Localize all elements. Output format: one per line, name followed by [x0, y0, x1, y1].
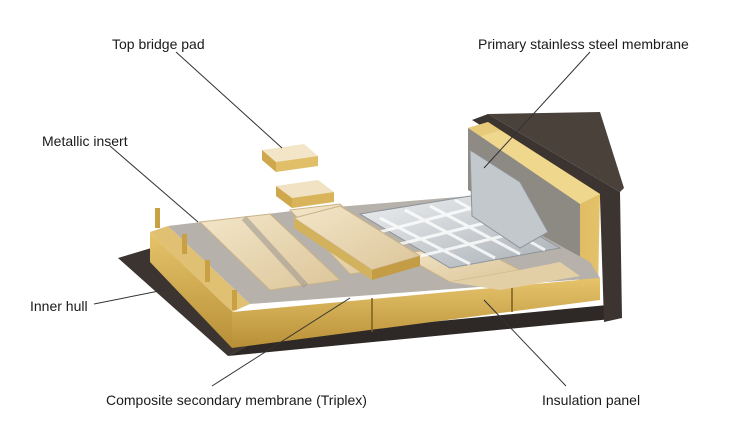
metallic-insert-pins	[155, 208, 237, 310]
bridge-pad-middle	[276, 180, 334, 208]
label-top-bridge-pad: Top bridge pad	[112, 36, 205, 52]
floor-insulation	[150, 226, 600, 348]
label-metallic-insert: Metallic insert	[42, 133, 128, 149]
bridge-pad-large	[292, 205, 422, 280]
primary-membrane	[358, 149, 562, 269]
label-insulation-panel: Insulation panel	[542, 392, 641, 408]
top-bridge-pad	[262, 144, 318, 172]
label-inner-hull: Inner hull	[30, 298, 88, 314]
label-secondary-membrane: Composite secondary membrane (Triplex)	[106, 392, 367, 408]
leader-lines	[93, 51, 591, 387]
label-primary-membrane: Primary stainless steel membrane	[478, 36, 689, 52]
